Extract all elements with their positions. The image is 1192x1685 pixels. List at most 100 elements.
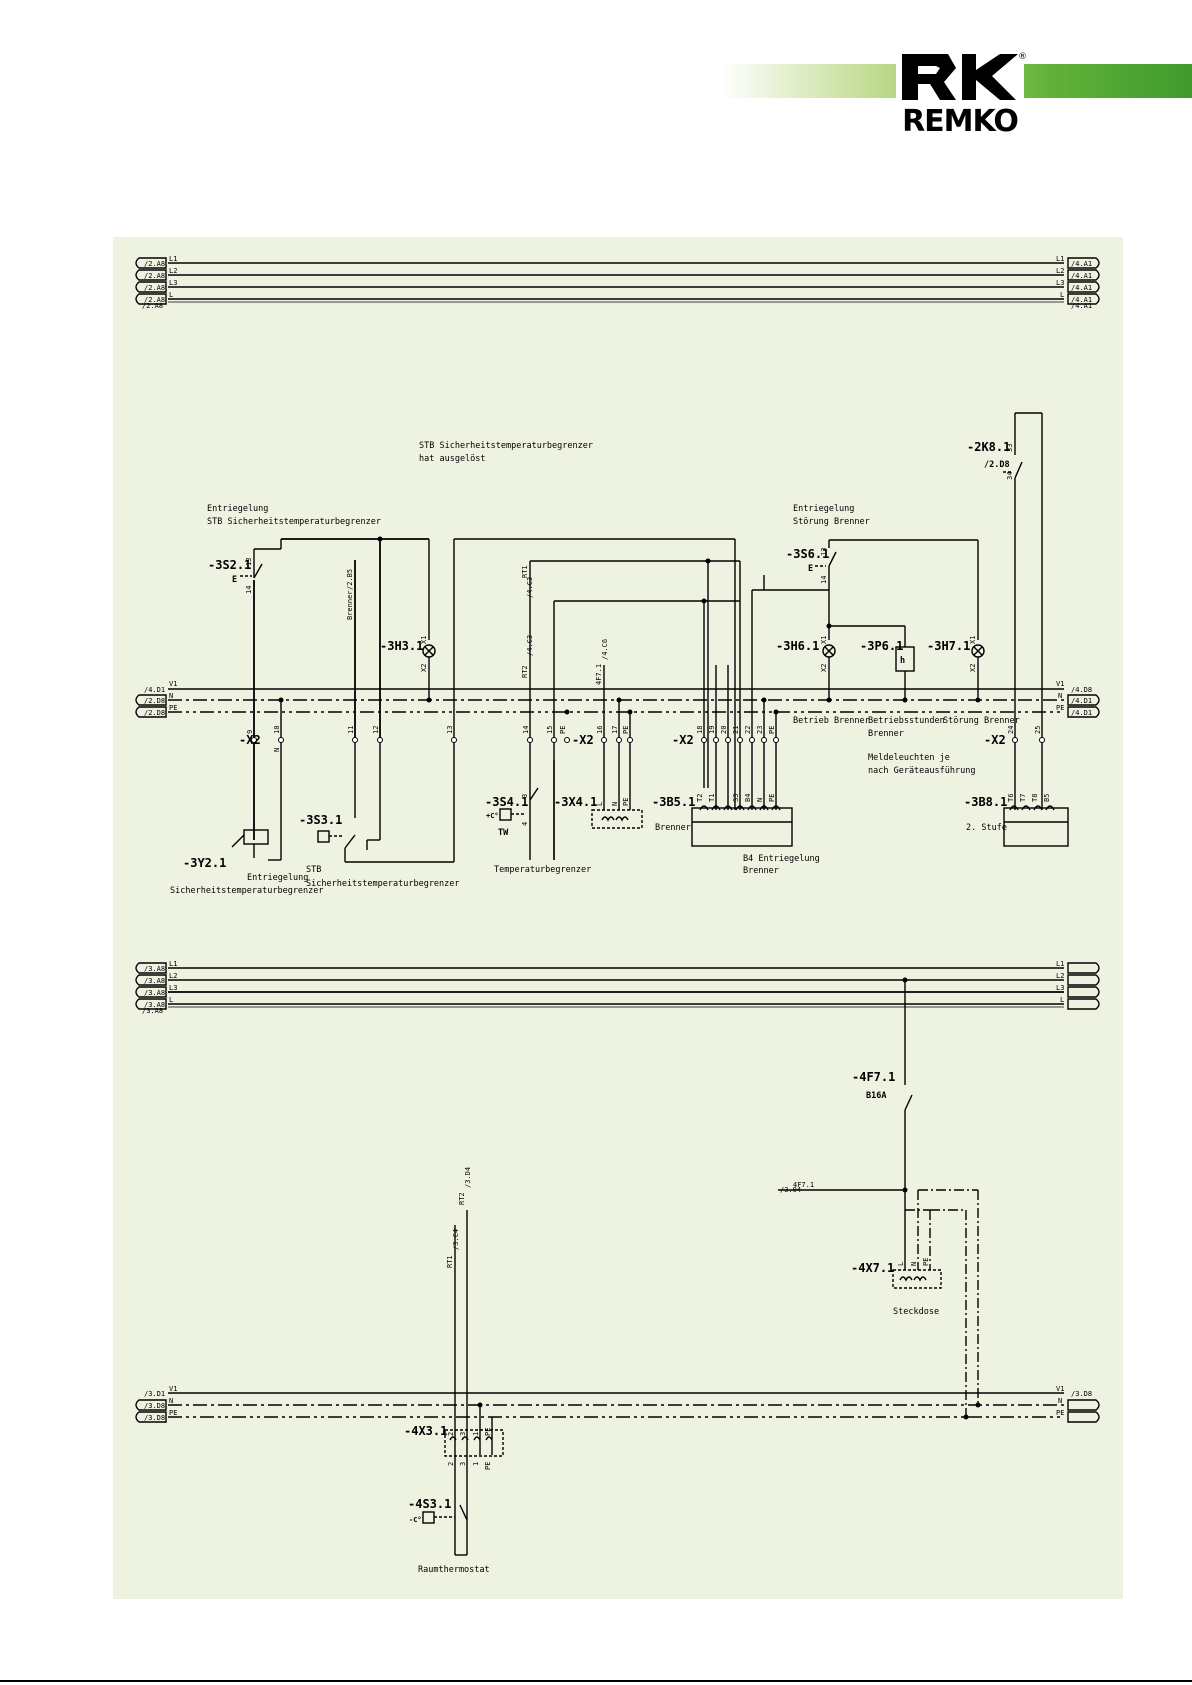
ref-4c3: /4.C3 [526,577,534,598]
hour-meter-symbol: h [900,656,905,666]
ref-4c6: /4.C6 [601,639,609,660]
terminal-pins [251,737,1045,743]
x31-bot-3: 3 [459,1462,467,1466]
ctrl-bot-ref-v1: /3.D1 [144,1390,165,1398]
tw-label: TW [498,828,509,838]
burner-hours-caption-2: Brenner [868,729,904,739]
bus-top-rref-l2: /4.A1 [1071,272,1092,280]
x2-term-15: 15 [546,726,554,734]
rotated-refs: Brenner /2.B5 RT1 /4.C3 RT2 /4.C3 4F7.1 … [245,444,1014,1268]
s6-e-label: E [808,564,813,574]
note-stb-tripped-2: hat ausgelöst [419,454,486,464]
ref-rt1: RT1 [521,565,529,578]
plug-b8-t7: T7 [1019,794,1027,802]
x31-top-1: 1 [472,1432,480,1436]
bus-bot-rname-l2: L2 [1056,972,1064,980]
x2-term-18: 18 [696,726,704,734]
note-reset-stb-1: Entriegelung [207,504,268,514]
bus-top-name-l2: L2 [169,267,177,275]
room-thermostat-caption: Raumthermostat [418,1565,490,1575]
x2-term-10: 10 [273,726,281,734]
designator-3y2: -3Y2.1 [183,856,226,870]
x2-label-c: -X2 [672,733,694,747]
x41-pe: PE [622,798,630,806]
ctrl-top-rref-n: /4.D1 [1071,697,1092,705]
bus-top-ref-l3: /2.A8 [144,284,165,292]
ref-4f71: 4F7.1 [595,664,603,685]
x2-term-17: 17 [611,726,619,734]
s6-pin14: 14 [820,576,828,584]
x2-term-12: 12 [372,726,380,734]
ctrl-bot-ref-pe: /3.D8 [144,1414,165,1422]
bus-top-ref-l1: /2.A8 [144,260,165,268]
designator-4x3: -4X3.1 [404,1424,447,1438]
designator-3h6: -3H6.1 [776,639,819,653]
x2-term-21: 21 [732,726,740,734]
x2-term-n: N [273,748,281,752]
brand-wordmark: REMKO [902,104,1019,139]
ctrl-top-ref-v1: /4.D1 [144,686,165,694]
x2-label-d: -X2 [984,733,1006,747]
schematic-wiring [135,257,1100,1556]
ctrl-top-name-v1: V1 [169,680,177,688]
s3-caption-2: Sicherheitstemperaturbegrenzer [306,879,460,889]
plug-b5-b4: B4 [744,794,752,802]
ctrl-bot-rname-pe: PE [1056,1409,1064,1417]
ref-285: /2.B5 [346,569,354,590]
designator-3s3: -3S3.1 [299,813,342,827]
x2-term-20: 20 [720,726,728,734]
ref-rt1-bottom: RT1 [446,1255,454,1268]
f7-rating: B16A [866,1091,886,1101]
designator-3b5: -3B5.1 [652,795,695,809]
bus-top-ref-pe: /2.A8 [142,302,163,310]
ref-3c4: /3.C4 [452,1229,460,1250]
bus-top-rref-pe: /4.A1 [1071,302,1092,310]
registered-mark: ® [1018,52,1027,62]
plug-b8-t8: T8 [1031,794,1039,802]
s2-e-label: E [232,575,237,585]
bus-top-rname-l: L [1060,291,1064,299]
designator-3b8: -3B8.1 [964,795,1007,809]
x31-bot-1: 1 [472,1462,480,1466]
s3-caption-1: STB [306,865,321,875]
k8-ref: /2.D8 [984,460,1010,470]
s4-pin3: 3 [521,794,529,798]
x2-term-pe-d: PE [768,726,776,734]
bus-bot-name-l1: L1 [169,960,177,968]
ctrl-top-ref-n: /2.D8 [144,697,165,705]
ctrl-top-name-n: N [169,692,173,700]
junction-dots [278,536,981,1420]
plug-b8-t6: T6 [1007,794,1015,802]
x2-term-9: 9 [246,730,254,734]
k8-pin33: 33 [1006,444,1014,452]
s4-c-mark: +C° [486,812,499,820]
temp-limiter-caption: Temperaturbegrenzer [494,865,591,875]
remko-logo-mark [902,54,1018,100]
x2-term-24: 24 [1007,726,1015,734]
b4-reset-caption-1: B4 Entriegelung [743,854,820,864]
bus-bot-rname-l1: L1 [1056,960,1064,968]
x2-term-23: 23 [756,726,764,734]
component-designators: -3S2.1 E -3H3.1 -3S3.1 -3Y2.1 -3S4.1 -3X… [183,440,1010,1524]
bus-top-ref-l: /2.A8 [144,296,165,304]
x31-top-pe: PE [484,1428,492,1436]
bus-top-rname-l1: L1 [1056,255,1064,263]
burner-fault-caption: Störung Brenner [943,716,1020,726]
socket-caption: Steckdose [893,1307,939,1317]
s4-pin4: 4 [521,822,529,826]
note-reset-burner-1: Entriegelung [793,504,854,514]
bus-top-rname-l2: L2 [1056,267,1064,275]
plug-b5-pe: PE [768,794,776,802]
plug-b8-b5: B5 [1043,794,1051,802]
remko-logo [896,46,1024,138]
bus-top-ref-l2: /2.A8 [144,272,165,280]
s3b-c-mark: -C° [409,1516,422,1524]
x41-l: L [596,802,604,806]
bus-bot-ref-l: /3.A8 [144,1001,165,1009]
bus-bot-rname-l3: L3 [1056,984,1064,992]
x2-label-b: -X2 [572,733,594,747]
designator-3s4: -3S4.1 [485,795,528,809]
x2-term-22: 22 [744,726,752,734]
h6-x2: X2 [820,664,828,672]
x2-term-13: 13 [446,726,454,734]
